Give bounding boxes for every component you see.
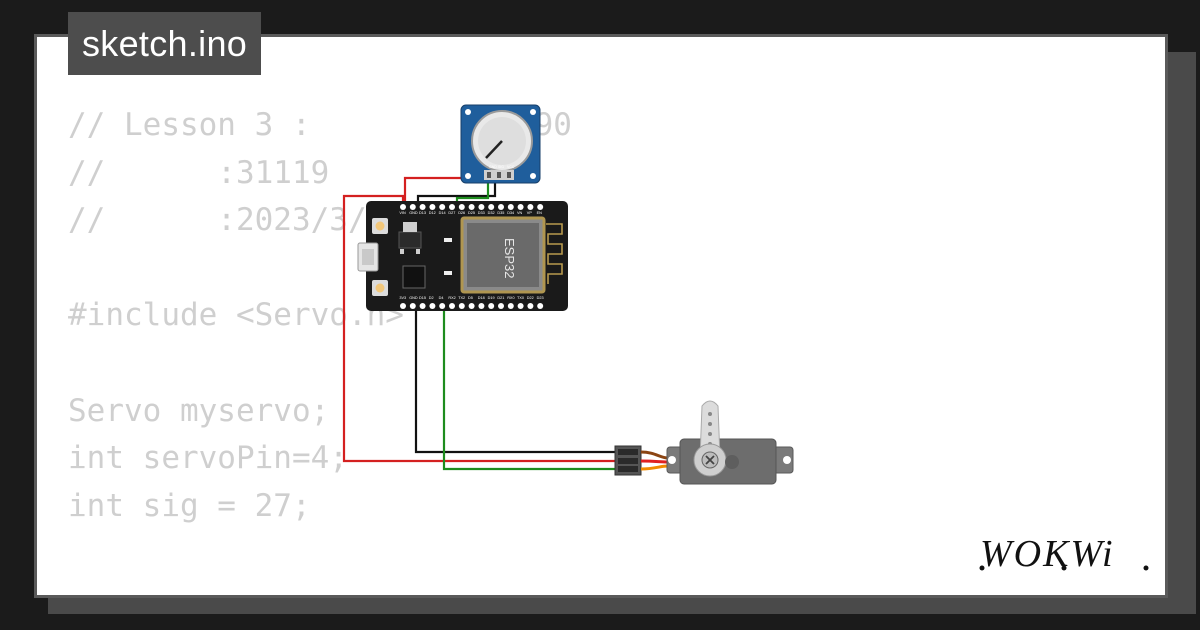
- board-pin[interactable]: [478, 303, 485, 309]
- board-pin-label: RX0: [507, 296, 514, 300]
- board-pin[interactable]: [498, 303, 504, 309]
- servo-motor[interactable]: [614, 400, 794, 485]
- board-pin-label: TX0: [517, 296, 524, 300]
- board-pin[interactable]: [498, 204, 504, 210]
- board-pin[interactable]: [419, 303, 426, 309]
- board-pin-label: D34: [507, 211, 514, 215]
- board-pin[interactable]: [488, 303, 495, 309]
- board-pin-label: 3V3: [399, 296, 406, 300]
- board-pin[interactable]: [449, 204, 455, 210]
- board-pin-label: VN: [517, 211, 523, 215]
- board-pin-label: D12: [429, 211, 436, 215]
- board-pin-label: D35: [497, 211, 504, 215]
- board-pin[interactable]: [400, 303, 406, 309]
- bottom-pin-row: [400, 303, 544, 309]
- board-pin[interactable]: [507, 303, 514, 309]
- board-pin-label: D25: [468, 211, 475, 215]
- wire-ground-servo[interactable]: [414, 306, 616, 454]
- board-pin[interactable]: [507, 204, 514, 210]
- board-pin-label: GND: [409, 296, 418, 300]
- board-pin-label: TX2: [458, 296, 465, 300]
- potentiometer[interactable]: GND SIG VCC: [460, 104, 541, 184]
- knob-pointer-icon: [485, 140, 503, 159]
- code-line: // :2023/3/6: [68, 202, 386, 239]
- board-pin[interactable]: [468, 204, 475, 210]
- wire-power-servo[interactable]: [342, 194, 616, 463]
- board-pin[interactable]: [517, 204, 524, 210]
- wires: [342, 174, 616, 471]
- pot-pin-label: SIG: [498, 165, 504, 169]
- board-pin[interactable]: [409, 204, 416, 210]
- board-pin-label: D13: [419, 211, 426, 215]
- board-pin[interactable]: [517, 303, 524, 309]
- board-pin-label: D32: [488, 211, 495, 215]
- board-pin[interactable]: [527, 204, 534, 210]
- pot-pin-label: VCC: [507, 165, 515, 169]
- board-pin[interactable]: [439, 303, 446, 309]
- board-pin-label: D33: [478, 211, 485, 215]
- board-pin[interactable]: [537, 303, 544, 309]
- file-tab[interactable]: sketch.ino: [68, 12, 262, 75]
- board-pin-label: D5: [468, 296, 473, 300]
- code-line: Servo myservo;: [68, 392, 330, 429]
- board-pin[interactable]: [449, 303, 455, 309]
- canvas-card: [34, 34, 1168, 598]
- board-pin-label: D19: [488, 296, 495, 300]
- board-pin[interactable]: [468, 303, 475, 309]
- code-line: int servoPin=4;: [68, 440, 348, 477]
- board-pin[interactable]: [419, 204, 426, 210]
- board-pin[interactable]: [429, 204, 436, 210]
- antenna-icon: [546, 223, 563, 284]
- board-pin-label: D22: [527, 296, 534, 300]
- servo-screw-icon: [705, 455, 715, 465]
- wokwi-logo-text: WOKWi: [980, 533, 1115, 575]
- top-pin-row: [400, 204, 544, 210]
- board-pin[interactable]: [439, 204, 446, 210]
- code-line: // :31119: [68, 154, 330, 191]
- board-pin-label: RX2: [448, 296, 455, 300]
- wokwi-logo: WOKWi: [979, 533, 1149, 575]
- board-pin-label: GND: [409, 211, 418, 215]
- wire-signal-servo[interactable]: [442, 306, 616, 471]
- board-pin-label: D26: [458, 211, 465, 215]
- code-line: int sig = 27;: [68, 487, 311, 524]
- file-tab-label: sketch.ino: [82, 23, 248, 64]
- board-pin-label: D27: [448, 211, 455, 215]
- board-pin-label: D2: [429, 296, 434, 300]
- board-pin-label: D18: [478, 296, 485, 300]
- board-pin-label: D14: [439, 211, 446, 215]
- board-pin[interactable]: [478, 204, 485, 210]
- board-pin[interactable]: [409, 303, 416, 309]
- board-pin-label: D21: [497, 296, 504, 300]
- board-pin-label: D15: [419, 296, 426, 300]
- board-pin-label: D4: [439, 296, 444, 300]
- board-pin-label: D23: [537, 296, 544, 300]
- board-pin[interactable]: [429, 303, 436, 309]
- chip-label: ESP32: [502, 238, 517, 278]
- pot-pin-label: GND: [489, 165, 497, 169]
- board-pin[interactable]: [537, 204, 544, 210]
- board-pin-label: VP: [527, 211, 533, 215]
- board-pin-label: VIN: [399, 211, 406, 215]
- board-pin[interactable]: [400, 204, 406, 210]
- board-pin[interactable]: [458, 303, 465, 309]
- board-pin[interactable]: [527, 303, 534, 309]
- board-pin[interactable]: [488, 204, 495, 210]
- board-pin[interactable]: [458, 204, 465, 210]
- board-pin-label: EN: [537, 211, 543, 215]
